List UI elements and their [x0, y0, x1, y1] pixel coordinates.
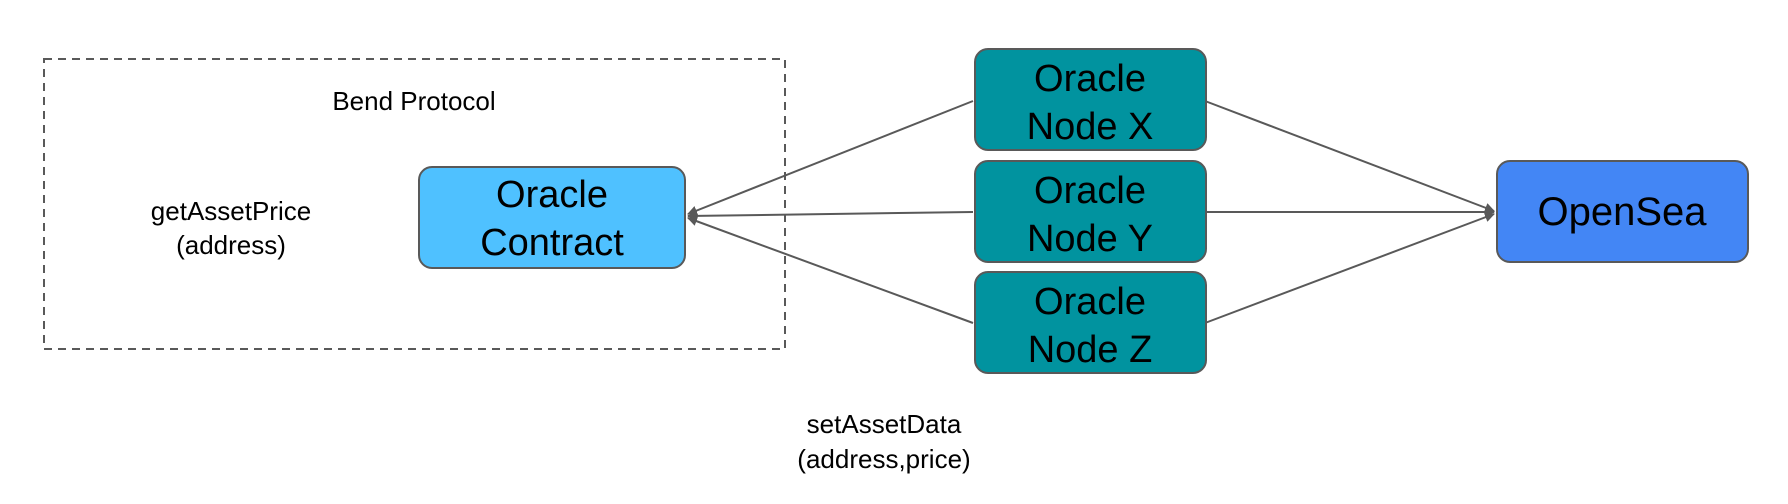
bend-protocol-group-box — [43, 58, 786, 350]
group-title: Bend Protocol — [332, 86, 495, 116]
opensea-label: OpenSea — [1537, 190, 1707, 234]
edge-node-z-to-opensea — [1204, 212, 1495, 324]
oracle-node-x-label-line2: Node X — [1027, 106, 1154, 148]
oracle-node-x-label-line1: Oracle — [1034, 58, 1146, 100]
edge-node-y-to-contract — [687, 210, 974, 221]
oracle-node-y-label-line2: Node Y — [1027, 218, 1153, 260]
edge-node-z-to-contract — [687, 216, 974, 324]
method-label-line2: (address) — [176, 230, 286, 260]
oracle-contract-node: Oracle Contract — [418, 166, 686, 269]
edge-node-x-to-opensea — [1204, 100, 1495, 213]
oracle-node-z-label-line1: Oracle — [1034, 281, 1146, 323]
oracle-node-z-label-line2: Node Z — [1028, 329, 1153, 371]
edge-node-x-to-contract — [687, 100, 974, 216]
opensea-node: OpenSea — [1496, 160, 1749, 263]
oracle-node-z: Oracle Node Z — [974, 271, 1207, 374]
oracle-contract-label-line2: Contract — [480, 222, 624, 264]
oracle-node-x: Oracle Node X — [974, 48, 1207, 151]
oracle-node-y: Oracle Node Y — [974, 160, 1207, 263]
set-asset-data-label-line2: (address,price) — [797, 444, 970, 474]
set-asset-data-label-line1: setAssetData — [807, 409, 962, 439]
oracle-contract-label-line1: Oracle — [496, 174, 608, 216]
oracle-node-y-label-line1: Oracle — [1034, 170, 1146, 212]
method-label-line1: getAssetPrice — [151, 196, 311, 226]
